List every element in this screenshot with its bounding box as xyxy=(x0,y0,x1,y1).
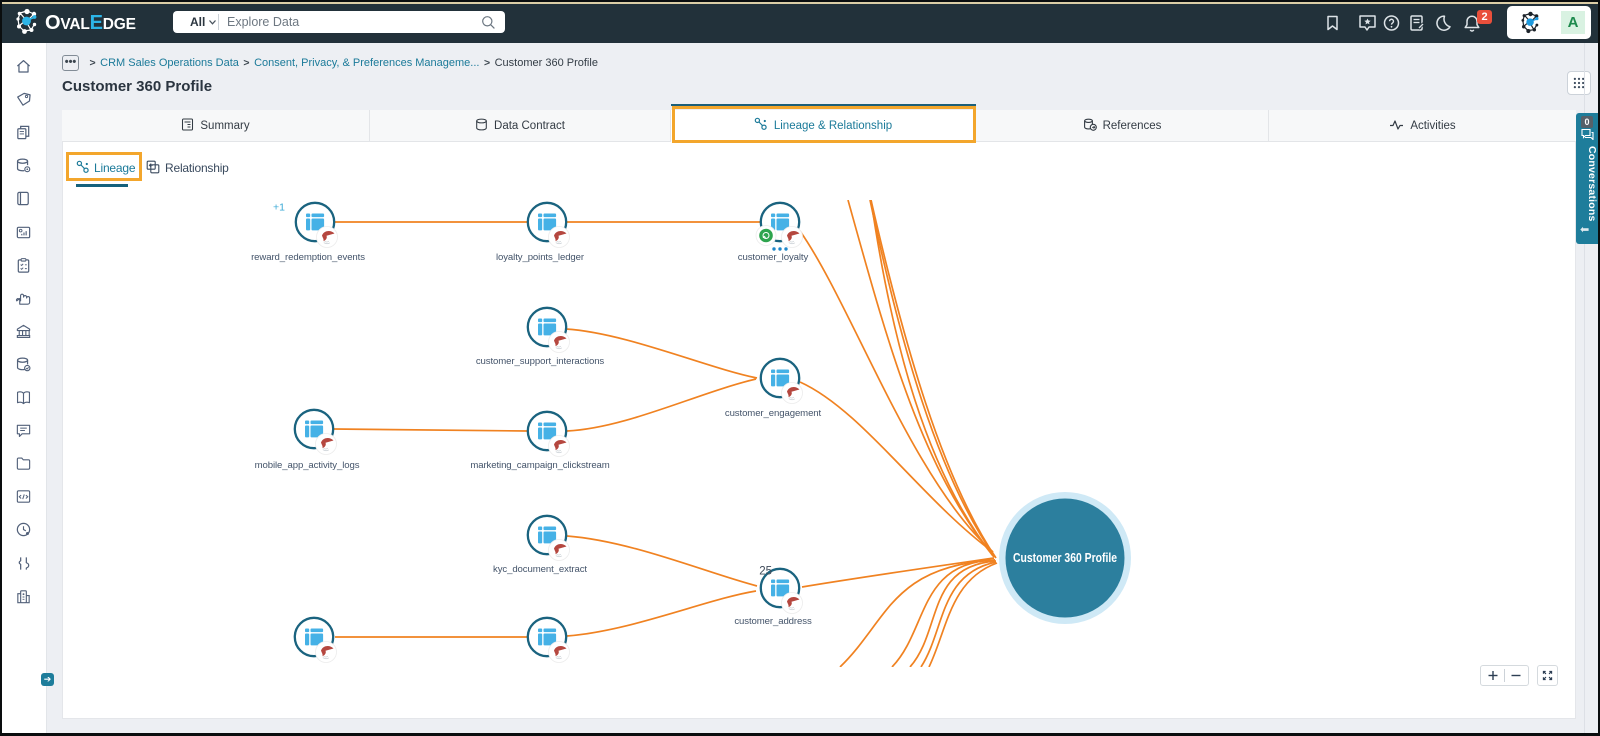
svg-text:+1: +1 xyxy=(273,202,285,214)
svg-text:mobile_app_activity_logs: mobile_app_activity_logs xyxy=(255,460,360,471)
svg-text:customer_engagement: customer_engagement xyxy=(725,408,822,419)
svg-text:loyalty_points_ledger: loyalty_points_ledger xyxy=(496,252,585,263)
svg-text:customer_address: customer_address xyxy=(734,616,812,627)
svg-text:marketing_campaign_clickstream: marketing_campaign_clickstream xyxy=(470,460,609,471)
svg-text:kyc_document_extract: kyc_document_extract xyxy=(493,564,587,575)
svg-text:Customer 360 Profile: Customer 360 Profile xyxy=(1013,551,1117,565)
svg-text:customer_loyalty: customer_loyalty xyxy=(738,252,809,263)
svg-text:customer_support_interactions: customer_support_interactions xyxy=(476,356,605,367)
svg-text:reward_redemption_events: reward_redemption_events xyxy=(251,252,365,263)
svg-text:25: 25 xyxy=(759,566,772,578)
